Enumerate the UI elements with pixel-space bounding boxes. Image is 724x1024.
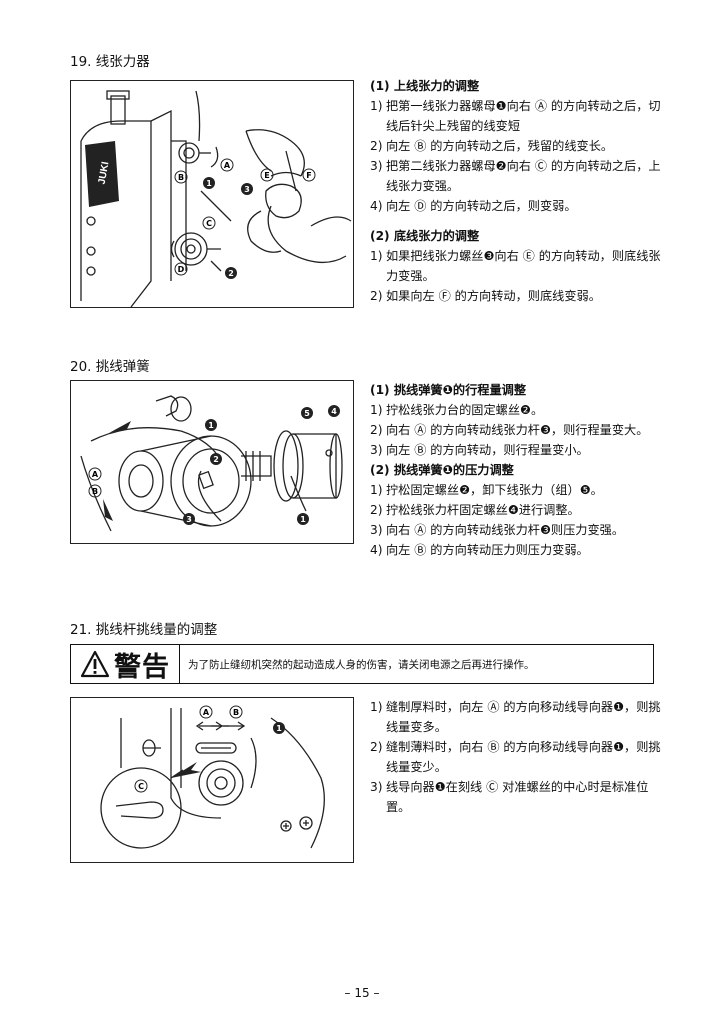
subsection-title: (1) 挑线弹簧❶的行程量调整 xyxy=(370,383,527,397)
item-number: 2) xyxy=(370,503,383,517)
subsection-title: (2) 挑线弹簧❶的压力调整 xyxy=(370,463,514,477)
fig19-label-1: 1 xyxy=(206,179,212,188)
item-text: 向左 Ⓑ 的方向转动压力则压力变弱。 xyxy=(386,543,589,557)
list-item: 1)拧松固定螺丝❷，卸下线张力（组）❺。 xyxy=(370,480,670,500)
item-number: 1) xyxy=(370,483,383,497)
item-text: 向左 Ⓓ 的方向转动之后，则变弱。 xyxy=(386,199,577,213)
list-item: 1)把第一线张力器螺母❶向右 Ⓐ 的方向转动之后，切线后针尖上残留的线变短 xyxy=(370,96,670,136)
fig19-label-3: 3 xyxy=(244,185,250,194)
item-text: 向左 Ⓑ 的方向转动之后，残留的线变长。 xyxy=(386,139,614,153)
juki-logo: JUKI xyxy=(97,161,112,186)
list-item: 1)拧松线张力台的固定螺丝❷。 xyxy=(370,400,670,420)
fig20-label-2: 2 xyxy=(213,455,219,464)
warning-text: 为了防止缝纫机突然的起动造成人身的伤害，请关闭电源之后再进行操作。 xyxy=(188,658,535,671)
list-item: 3)向左 Ⓑ 的方向转动，则行程量变小。 xyxy=(370,440,670,460)
take-up-lever-illustration: A B 1 C xyxy=(100,705,325,849)
list-item: 1)如果把线张力螺丝❸向右 Ⓔ 的方向转动，则底线张力变强。 xyxy=(370,246,670,286)
list-item: 3)向右 Ⓐ 的方向转动线张力杆❸则压力变强。 xyxy=(370,520,670,540)
fig20-label-b: B xyxy=(92,487,98,496)
item-number: 3) xyxy=(370,443,383,457)
item-number: 1) xyxy=(370,99,383,113)
fig20-label-1: 1 xyxy=(208,421,214,430)
section-21-heading: 21. 挑线杆挑线量的调整 xyxy=(70,622,218,638)
take-up-spring-figure: A B 1 2 3 4 5 1 xyxy=(70,380,354,544)
list-item: 2)拧松线张力杆固定螺丝❹进行调整。 xyxy=(370,500,670,520)
fig20-label-4: 4 xyxy=(331,407,337,416)
item-text: 向右 Ⓐ 的方向转动线张力杆❸则压力变强。 xyxy=(386,523,625,537)
item-text: 把第一线张力器螺母❶向右 Ⓐ 的方向转动之后，切线后针尖上残留的线变短 xyxy=(386,99,661,133)
item-number: 3) xyxy=(370,523,383,537)
warning-header: 警告 xyxy=(71,645,180,683)
section-19-text: (1) 上线张力的调整 1)把第一线张力器螺母❶向右 Ⓐ 的方向转动之后，切线后… xyxy=(370,76,670,306)
list-item: 2)向右 Ⓐ 的方向转动线张力杆❸，则行程量变大。 xyxy=(370,420,670,440)
take-up-spring-illustration: A B 1 2 3 4 5 1 xyxy=(80,395,343,532)
fig19-label-2: 2 xyxy=(228,269,234,278)
item-number: 1) xyxy=(370,700,383,714)
item-number: 1) xyxy=(370,249,383,263)
item-number: 4) xyxy=(370,199,383,213)
item-number: 1) xyxy=(370,403,383,417)
item-text: 把第二线张力器螺母❷向右 Ⓒ 的方向转动之后，上线张力变强。 xyxy=(386,159,661,193)
item-number: 2) xyxy=(370,740,383,754)
thread-tension-illustration: JUKI A B C D E F 1 2 3 xyxy=(80,90,352,307)
fig21-label-b: B xyxy=(233,708,239,717)
fig21-label-a: A xyxy=(203,708,210,717)
subsection-title: (1) 上线张力的调整 xyxy=(370,79,480,93)
item-text: 拧松线张力台的固定螺丝❷。 xyxy=(386,403,544,417)
list-item: 4)向左 Ⓑ 的方向转动压力则压力变弱。 xyxy=(370,540,670,560)
item-text: 拧松固定螺丝❷，卸下线张力（组）❺。 xyxy=(386,483,603,497)
item-number: 2) xyxy=(370,139,383,153)
warning-title: 警告 xyxy=(114,651,170,683)
item-number: 3) xyxy=(370,780,383,794)
fig20-label-3: 3 xyxy=(186,515,192,524)
item-text: 拧松线张力杆固定螺丝❹进行调整。 xyxy=(386,503,580,517)
section-20-text: (1) 挑线弹簧❶的行程量调整 1)拧松线张力台的固定螺丝❷。 2)向右 Ⓐ 的… xyxy=(370,380,670,560)
item-text: 线导向器❶在刻线 Ⓒ 对准螺丝的中心时是标准位置。 xyxy=(386,780,649,814)
warning-triangle-icon xyxy=(80,650,110,678)
page-number: – 15 – xyxy=(344,986,380,1000)
list-item: 2)如果向左 Ⓕ 的方向转动，则底线变弱。 xyxy=(370,286,670,306)
item-text: 如果向左 Ⓕ 的方向转动，则底线变弱。 xyxy=(386,289,601,303)
item-text: 向右 Ⓐ 的方向转动线张力杆❸，则行程量变大。 xyxy=(386,423,649,437)
fig21-label-c: C xyxy=(138,782,144,791)
section-19-heading: 19. 线张力器 xyxy=(70,54,150,70)
list-item: 2)缝制薄料时，向右 Ⓑ 的方向移动线导向器❶，则挑线量变少。 xyxy=(370,737,670,777)
list-item: 4)向左 Ⓓ 的方向转动之后，则变弱。 xyxy=(370,196,670,216)
fig20-label-a: A xyxy=(92,470,99,479)
item-text: 如果把线张力螺丝❸向右 Ⓔ 的方向转动，则底线张力变强。 xyxy=(386,249,661,283)
fig19-label-f: F xyxy=(306,171,311,180)
fig21-label-1: 1 xyxy=(276,724,282,733)
take-up-lever-figure: A B 1 C xyxy=(70,697,354,863)
fig20-label-5: 5 xyxy=(304,409,310,418)
item-text: 缝制厚料时，向左 Ⓐ 的方向移动线导向器❶，则挑线量变多。 xyxy=(386,700,661,734)
fig19-label-e: E xyxy=(264,171,269,180)
section-21-text: 1)缝制厚料时，向左 Ⓐ 的方向移动线导向器❶，则挑线量变多。 2)缝制薄料时，… xyxy=(370,697,670,817)
fig19-label-d: D xyxy=(178,265,185,274)
section-20-heading: 20. 挑线弹簧 xyxy=(70,359,150,375)
thread-tension-figure: JUKI A B C D E F 1 2 3 xyxy=(70,80,354,308)
fig19-label-b: B xyxy=(178,173,184,182)
item-text: 向左 Ⓑ 的方向转动，则行程量变小。 xyxy=(386,443,589,457)
fig19-label-c: C xyxy=(206,219,212,228)
subsection-title: (2) 底线张力的调整 xyxy=(370,229,480,243)
item-text: 缝制薄料时，向右 Ⓑ 的方向移动线导向器❶，则挑线量变少。 xyxy=(386,740,661,774)
item-number: 3) xyxy=(370,159,383,173)
list-item: 2)向左 Ⓑ 的方向转动之后，残留的线变长。 xyxy=(370,136,670,156)
list-item: 3)线导向器❶在刻线 Ⓒ 对准螺丝的中心时是标准位置。 xyxy=(370,777,670,817)
item-number: 4) xyxy=(370,543,383,557)
list-item: 1)缝制厚料时，向左 Ⓐ 的方向移动线导向器❶，则挑线量变多。 xyxy=(370,697,670,737)
fig19-label-a: A xyxy=(224,161,231,170)
warning-box: 警告 为了防止缝纫机突然的起动造成人身的伤害，请关闭电源之后再进行操作。 xyxy=(70,644,654,684)
item-number: 2) xyxy=(370,289,383,303)
item-number: 2) xyxy=(370,423,383,437)
list-item: 3)把第二线张力器螺母❷向右 Ⓒ 的方向转动之后，上线张力变强。 xyxy=(370,156,670,196)
fig20-label-1b: 1 xyxy=(300,515,306,524)
